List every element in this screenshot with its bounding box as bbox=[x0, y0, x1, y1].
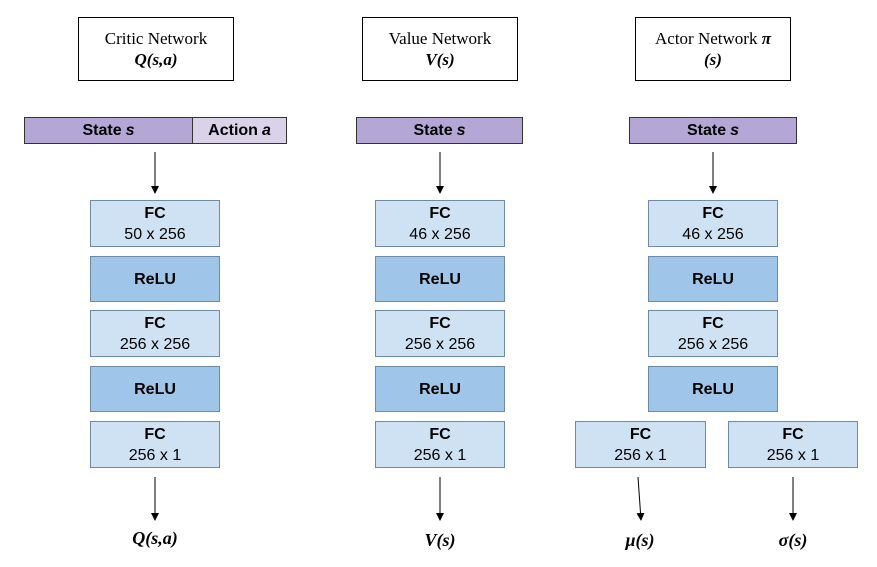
value-relu-1: ReLU bbox=[375, 256, 505, 302]
actor-fc-2: FC 256 x 256 bbox=[648, 310, 778, 357]
layer-name: ReLU bbox=[134, 380, 176, 398]
actor-relu-1: ReLU bbox=[648, 256, 778, 302]
layer-dims: 256 x 256 bbox=[119, 335, 191, 353]
layer-name: ReLU bbox=[692, 380, 734, 398]
layer-name: ReLU bbox=[419, 270, 461, 288]
actor-fc-mu: FC 256 x 1 bbox=[575, 421, 706, 468]
layer-name: ReLU bbox=[134, 270, 176, 288]
critic-input-bar: State s Action a bbox=[24, 117, 287, 144]
layer-dims: 256 x 256 bbox=[677, 335, 749, 353]
layer-dims: 46 x 256 bbox=[682, 225, 744, 243]
actor-fc-1: FC 46 x 256 bbox=[648, 200, 778, 247]
critic-output: Q(s,a) bbox=[132, 528, 178, 548]
layer-name: ReLU bbox=[419, 380, 461, 398]
value-input-bar: State s bbox=[356, 117, 523, 144]
value-output: V(s) bbox=[424, 530, 456, 550]
actor-title: Actor Network bbox=[655, 29, 758, 48]
actor-relu-2: ReLU bbox=[648, 366, 778, 412]
arrow bbox=[636, 476, 645, 521]
critic-title-box: Critic Network Q(s,a) bbox=[78, 17, 234, 81]
actor-title-line: Actor Network π bbox=[655, 29, 771, 48]
critic-relu-1: ReLU bbox=[90, 256, 220, 302]
value-title-box: Value Network V(s) bbox=[362, 17, 518, 81]
critic-relu-2: ReLU bbox=[90, 366, 220, 412]
value-input-state-var: s bbox=[456, 121, 466, 139]
value-title: Value Network bbox=[388, 29, 492, 48]
value-fc-3: FC 256 x 1 bbox=[375, 421, 505, 468]
layer-dims: 50 x 256 bbox=[124, 225, 186, 243]
value-symbol: V(s) bbox=[425, 50, 455, 69]
actor-input-bar: State s bbox=[629, 117, 797, 144]
actor-input-state-var: s bbox=[730, 121, 740, 139]
critic-fc-1: FC 50 x 256 bbox=[90, 200, 220, 247]
layer-dims: 256 x 1 bbox=[128, 446, 182, 464]
value-input-state-label: State bbox=[413, 121, 453, 139]
layer-dims: 256 x 256 bbox=[404, 335, 476, 353]
layer-dims: 256 x 1 bbox=[614, 446, 667, 464]
layer-name: FC bbox=[629, 425, 652, 443]
critic-input-action: Action a bbox=[192, 118, 286, 143]
layer-name: FC bbox=[429, 425, 451, 443]
critic-input-state: State s bbox=[25, 118, 192, 143]
layer-name: FC bbox=[702, 204, 724, 222]
layer-dims: 256 x 1 bbox=[413, 446, 467, 464]
actor-title-symbol: π bbox=[761, 29, 771, 48]
value-relu-2: ReLU bbox=[375, 366, 505, 412]
layer-name: FC bbox=[144, 314, 166, 332]
critic-input-state-label: State bbox=[82, 121, 122, 139]
actor-title-box: Actor Network π (s) bbox=[635, 17, 791, 81]
critic-symbol: Q(s,a) bbox=[134, 50, 178, 69]
layer-name: FC bbox=[429, 204, 451, 222]
layer-name: FC bbox=[702, 314, 724, 332]
actor-output-sigma: σ(s) bbox=[778, 530, 808, 550]
actor-output-mu: μ(s) bbox=[625, 530, 655, 550]
layer-dims: 256 x 1 bbox=[766, 446, 820, 464]
critic-fc-2: FC 256 x 256 bbox=[90, 310, 220, 357]
layer-name: FC bbox=[144, 204, 166, 222]
layer-name: FC bbox=[782, 425, 804, 443]
value-input-state: State s bbox=[357, 118, 522, 143]
actor-symbol: (s) bbox=[704, 50, 722, 69]
actor-input-state: State s bbox=[630, 118, 796, 143]
layer-name: ReLU bbox=[692, 270, 734, 288]
layer-name: FC bbox=[144, 425, 166, 443]
critic-title: Critic Network bbox=[104, 29, 208, 48]
layer-name: FC bbox=[429, 314, 451, 332]
critic-fc-3: FC 256 x 1 bbox=[90, 421, 220, 468]
critic-input-action-var: a bbox=[261, 121, 271, 139]
actor-input-state-label: State bbox=[686, 121, 727, 139]
critic-input-action-label: Action bbox=[208, 121, 258, 139]
value-fc-2: FC 256 x 256 bbox=[375, 310, 505, 357]
critic-input-state-var: s bbox=[125, 121, 135, 139]
layer-dims: 46 x 256 bbox=[409, 225, 471, 243]
value-fc-1: FC 46 x 256 bbox=[375, 200, 505, 247]
actor-fc-sigma: FC 256 x 1 bbox=[728, 421, 858, 468]
